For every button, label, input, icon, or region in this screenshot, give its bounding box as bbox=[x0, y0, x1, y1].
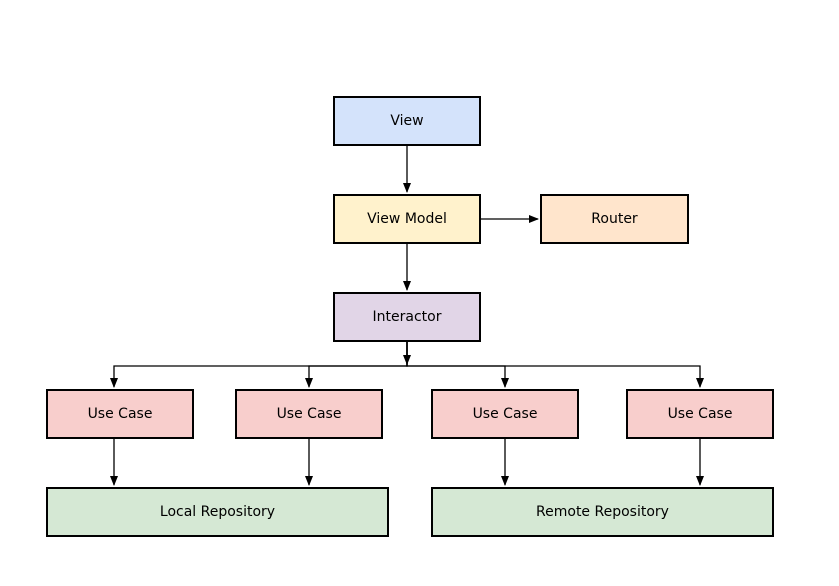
use-case-node: Use Case bbox=[626, 389, 774, 439]
local-repository-node: Local Repository bbox=[46, 487, 389, 537]
edge-interactor-to-usecase-2 bbox=[305, 342, 408, 388]
use-case-node: Use Case bbox=[46, 389, 194, 439]
view-model-node: View Model bbox=[333, 194, 481, 244]
view-node: View bbox=[333, 96, 481, 146]
edge-interactor-to-usecase-4 bbox=[406, 342, 704, 388]
interactor-node: Interactor bbox=[333, 292, 481, 342]
edge-interactor-to-usecase-3 bbox=[406, 342, 509, 388]
remote-repository-node: Remote Repository bbox=[431, 487, 774, 537]
router-node: Router bbox=[540, 194, 689, 244]
use-case-node: Use Case bbox=[235, 389, 383, 439]
edge-interactor-to-usecase-1 bbox=[110, 342, 408, 388]
use-case-node: Use Case bbox=[431, 389, 579, 439]
